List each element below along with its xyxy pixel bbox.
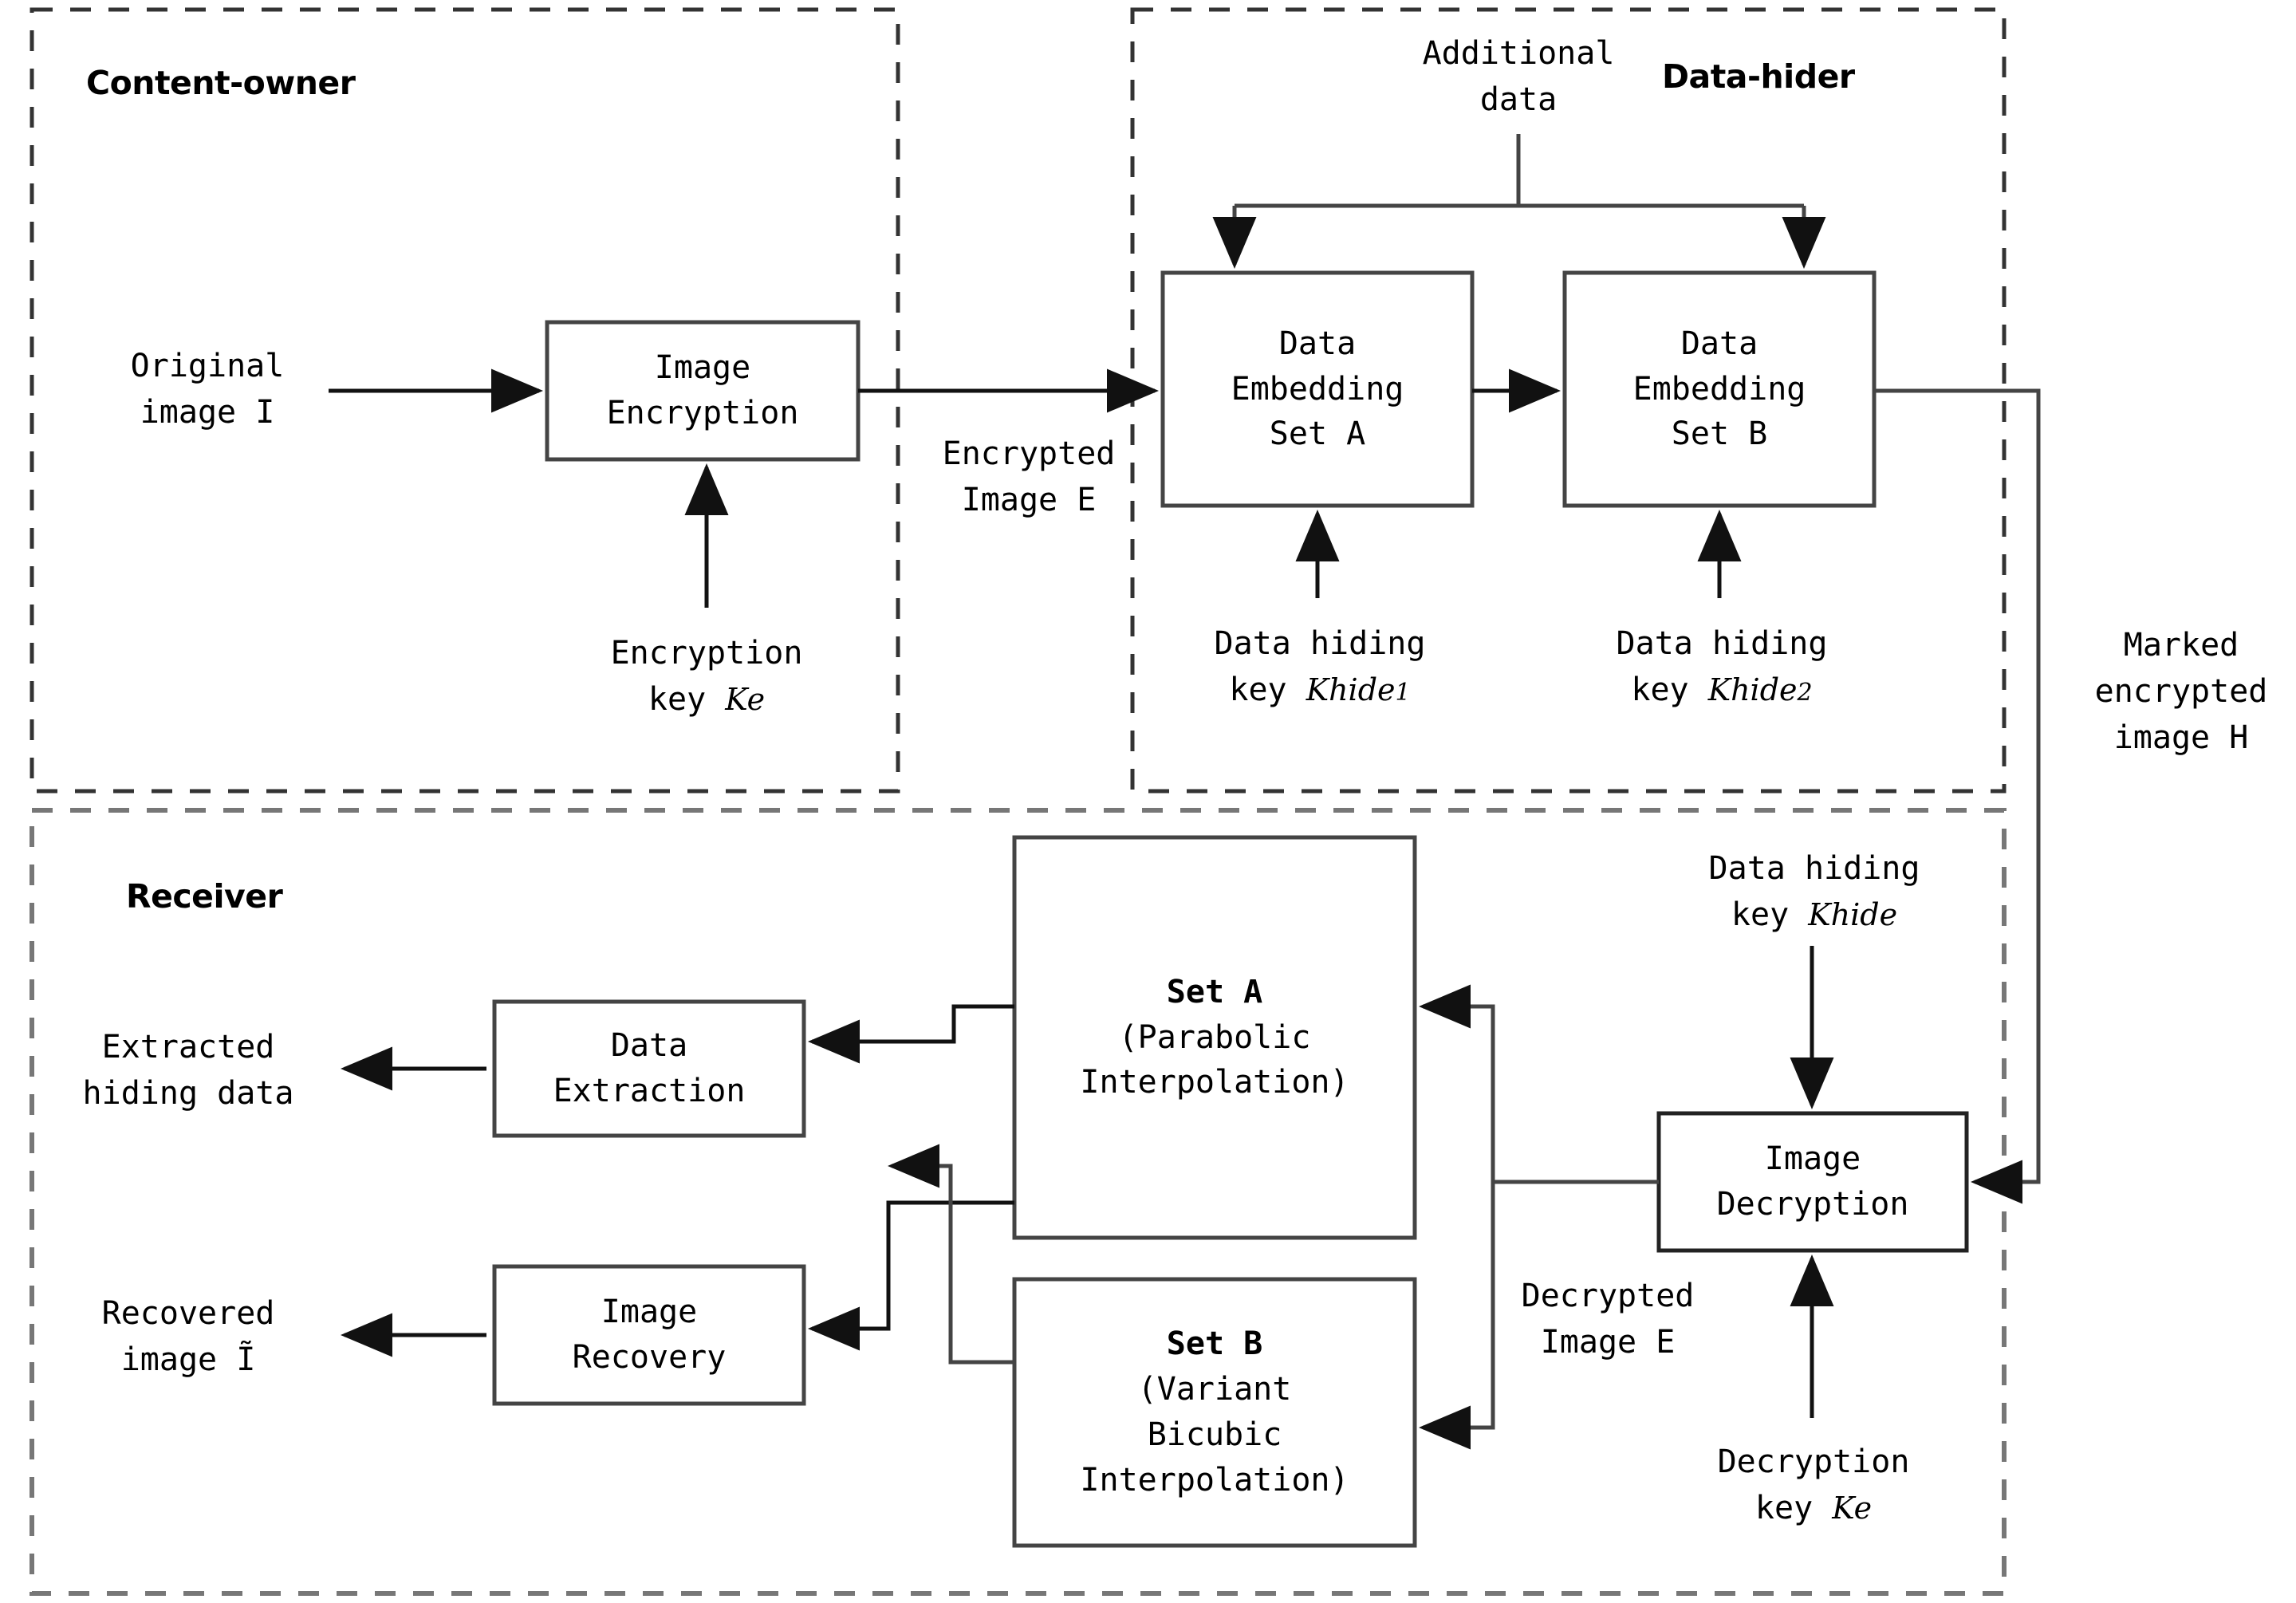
key-symbol-khide2: Khide — [1707, 672, 1798, 707]
label-encryption-key: Encryption key Ke — [587, 630, 826, 723]
zone-title-receiver: Receiver — [126, 877, 283, 916]
edge-set-a-to-image-recovery — [808, 1200, 1014, 1351]
box-set-a-parabolic — [1012, 835, 1417, 1240]
label-line-key: key Khide1 — [1229, 667, 1410, 713]
label-marked-encrypted-image: Marked encrypted image H — [2073, 622, 2289, 761]
key-symbol-ke: Ke — [1832, 1491, 1873, 1526]
label-line: Decryption — [1717, 1443, 1910, 1480]
label-line: Data hiding — [1708, 850, 1920, 887]
label-line: Encryption — [610, 635, 803, 672]
box-set-b-bicubic — [1012, 1277, 1417, 1548]
box-data-extraction — [492, 999, 806, 1138]
label-data-hiding-key-receiver: Data hiding key Khide — [1683, 845, 1946, 938]
label-line: Marked — [2123, 627, 2239, 664]
key-word: key — [648, 681, 726, 718]
zone-content-owner — [30, 7, 900, 794]
label-line: Image E — [961, 482, 1097, 518]
label-data-hiding-key-2: Data hiding key Khide2 — [1590, 620, 1853, 713]
box-image-decryption — [1656, 1111, 1969, 1253]
zone-title-data-hider: Data-hider — [1662, 57, 1855, 96]
label-line: image Ĩ — [120, 1341, 256, 1378]
label-line-key: key Ke — [648, 676, 765, 723]
edge-decryption-to-set-a — [1419, 984, 1659, 1184]
label-line: Extracted — [101, 1029, 275, 1065]
label-decrypted-image: Decrypted Image E — [1488, 1273, 1727, 1365]
key-word: key — [1731, 896, 1809, 933]
label-line: Encrypted — [942, 435, 1116, 472]
label-data-hiding-key-1: Data hiding key Khide1 — [1188, 620, 1451, 713]
key-word: key — [1229, 672, 1306, 708]
label-line: Image E — [1540, 1324, 1676, 1361]
label-line: Decrypted — [1521, 1278, 1695, 1314]
label-encrypted-image: Encrypted Image E — [909, 431, 1148, 523]
key-symbol-ke: Ke — [725, 682, 766, 717]
key-symbol-khide: Khide — [1808, 897, 1898, 932]
zone-title-content-owner: Content-owner — [86, 64, 356, 102]
label-extracted-hiding-data: Extracted hiding data — [53, 1024, 324, 1117]
key-subscript-2: 2 — [1797, 679, 1813, 707]
label-decryption-key: Decryption key Ke — [1686, 1439, 1941, 1531]
label-line: hiding data — [82, 1075, 294, 1112]
label-line: data — [1479, 81, 1558, 118]
key-subscript-1: 1 — [1395, 679, 1411, 707]
label-line: encrypted — [2094, 673, 2268, 710]
label-additional-data: Additional data — [1399, 30, 1638, 123]
box-data-embedding-set-a — [1160, 270, 1475, 508]
box-image-recovery — [492, 1264, 806, 1406]
label-line: Data hiding — [1214, 625, 1426, 662]
box-data-embedding-set-b — [1562, 270, 1877, 508]
edge-set-a-to-data-extraction — [808, 1004, 1014, 1064]
key-word: key — [1631, 672, 1708, 708]
edge-decryption-to-set-b — [1419, 1182, 1495, 1450]
label-line-key: key Khide — [1731, 892, 1897, 938]
key-word: key — [1754, 1490, 1833, 1526]
edge-marked-encrypted-image-h — [1874, 388, 2041, 1204]
edge-set-b-to-trunk — [888, 1144, 1014, 1365]
label-recovered-image: Recovered image Ĩ — [53, 1290, 324, 1383]
key-symbol-khide1: Khide — [1306, 672, 1396, 707]
label-line: Original — [130, 348, 285, 384]
label-line: image H — [2113, 719, 2249, 756]
label-line: Recovered — [101, 1295, 275, 1332]
label-line: Additional — [1422, 35, 1615, 72]
box-image-encryption — [545, 320, 861, 462]
label-line-key: key Ke — [1755, 1485, 1872, 1531]
label-line: Data hiding — [1616, 625, 1828, 662]
label-line: image I — [140, 394, 275, 431]
label-line-key: key Khide2 — [1631, 667, 1812, 713]
label-original-image: Original image I — [88, 343, 327, 435]
